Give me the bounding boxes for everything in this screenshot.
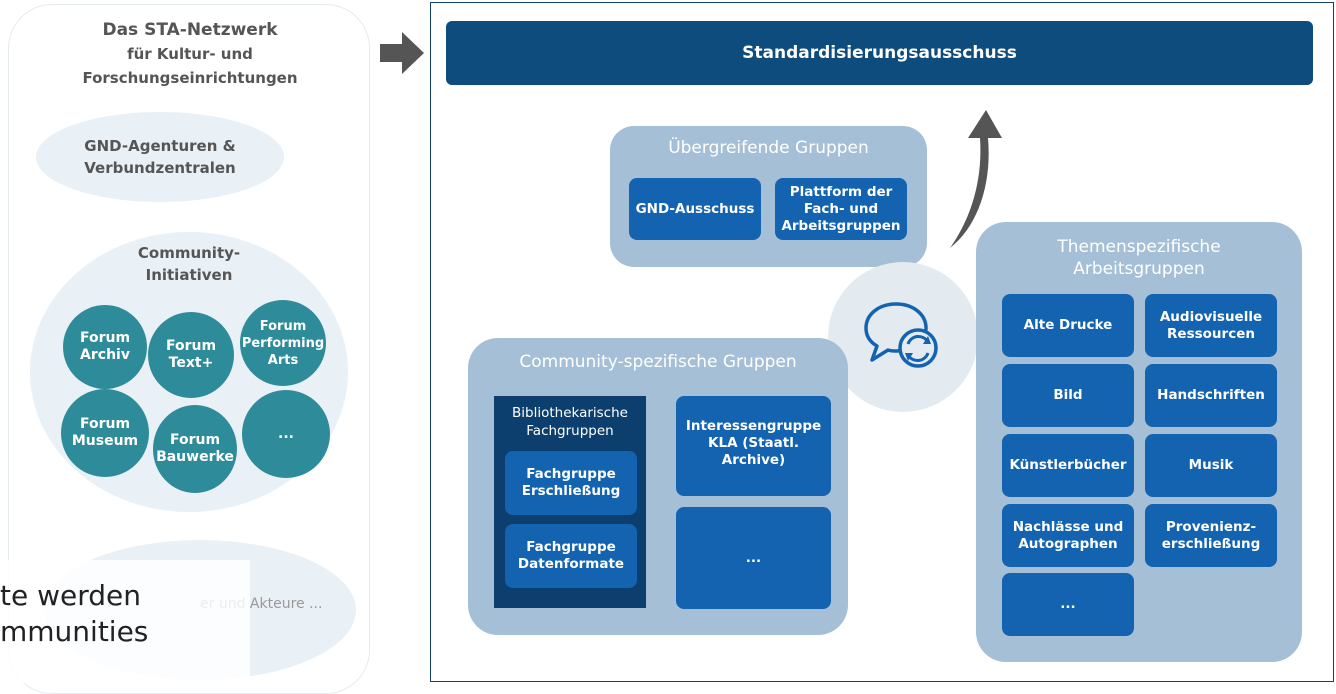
forum-more-label: ... — [278, 425, 294, 442]
gnd-committee-label: GND-Ausschuss — [635, 200, 755, 217]
standardization-committee-banner: Standardisierungsausschuss — [446, 21, 1313, 85]
caption-overlay — [0, 560, 250, 683]
gnd-agencies-ellipse: GND-Agenturen & Verbundzentralen — [36, 112, 284, 202]
forum-performing-line2: Performing — [241, 335, 325, 351]
forum-text: Forum Text+ — [148, 312, 234, 398]
kuenstlerbuecher-label: Künstlerbücher — [1009, 457, 1127, 473]
alte-drucke-box: Alte Drucke — [1002, 294, 1134, 357]
topic-more-box: ... — [1002, 573, 1134, 636]
nachlaesse-box: Nachlässe und Autographen — [1002, 504, 1134, 567]
community-initiatives-label: Community- Initiativen — [30, 242, 348, 286]
forum-bauwerke-line1: Forum — [169, 432, 221, 448]
gnd-label-line2: Verbundzentralen — [84, 159, 236, 177]
forum-museum-line2: Museum — [71, 433, 139, 449]
forum-more: ... — [242, 390, 330, 478]
forum-text-line1: Forum — [165, 338, 217, 354]
bild-box: Bild — [1002, 364, 1134, 427]
community-label-line2: Initiativen — [145, 266, 233, 284]
fachgruppe-datenformate-box: Fachgruppe Datenformate — [505, 524, 637, 588]
gnd-committee-box: GND-Ausschuss — [629, 178, 761, 240]
community-groups-title: Community-spezifische Gruppen — [519, 352, 797, 372]
audiovisuelle-box: Audiovisuelle Ressourcen — [1145, 294, 1277, 357]
topic-groups-title-line1: Themenspezifische — [1057, 237, 1221, 257]
network-title: Das STA-Netzwerk für Kultur- und Forschu… — [20, 18, 360, 90]
fg-erschliessung-line2: Erschließung — [521, 483, 621, 499]
handschriften-label: Handschriften — [1157, 387, 1265, 403]
network-title-line3: Forschungseinrichtungen — [82, 69, 298, 87]
banner-label: Standardisierungsausschuss — [742, 43, 1017, 63]
fg-datenformate-line2: Datenformate — [517, 556, 625, 572]
forum-performing-arts: Forum Performing Arts — [240, 300, 326, 386]
audiovisuelle-line2: Ressourcen — [1167, 325, 1255, 342]
platform-box: Plattform der Fach- und Arbeitsgruppen — [775, 178, 907, 240]
forum-performing-line3: Arts — [267, 352, 299, 368]
nachlaesse-line1: Nachlässe und — [1012, 518, 1124, 535]
forum-bauwerke: Forum Bauwerke — [153, 405, 237, 493]
library-groups-title-line1: Bibliothekarische — [512, 405, 628, 421]
topic-groups-title: Themenspezifische Arbeitsgruppen — [976, 236, 1302, 280]
network-title-line1: Das STA-Netzwerk — [102, 20, 278, 40]
nachlaesse-line2: Autographen — [1018, 535, 1118, 552]
up-arrow-icon — [950, 110, 1002, 248]
fachgruppe-erschliessung-box: Fachgruppe Erschließung — [505, 451, 637, 515]
caption-line1: te werden — [0, 579, 141, 612]
library-groups-title: Bibliothekarische Fachgruppen — [494, 404, 646, 440]
caption-line2: mmunities — [0, 615, 149, 648]
provenienz-line2: erschließung — [1161, 535, 1261, 552]
musik-label: Musik — [1188, 457, 1234, 473]
forum-bauwerke-line2: Bauwerke — [156, 449, 234, 465]
kla-line3: Archive) — [721, 452, 786, 468]
forum-text-line2: Text+ — [168, 355, 214, 371]
cross-cutting-groups-title: Übergreifende Gruppen — [668, 138, 869, 158]
forum-archiv-line1: Forum — [79, 330, 131, 346]
topic-more-label: ... — [1060, 596, 1076, 612]
provenienz-box: Provenienz- erschließung — [1145, 504, 1277, 567]
kuenstlerbuecher-box: Künstlerbücher — [1002, 434, 1134, 497]
interest-group-kla-box: Interessengruppe KLA (Staatl. Archive) — [676, 396, 831, 496]
musik-box: Musik — [1145, 434, 1277, 497]
handschriften-box: Handschriften — [1145, 364, 1277, 427]
platform-line3: Arbeitsgruppen — [781, 217, 901, 234]
bild-label: Bild — [1053, 387, 1083, 403]
forum-archiv: Forum Archiv — [63, 305, 147, 389]
network-title-line2: für Kultur- und — [127, 45, 253, 63]
gnd-label-line1: GND-Agenturen & — [84, 137, 236, 155]
fg-erschliessung-line1: Fachgruppe — [526, 466, 616, 482]
platform-line2: Fach- und — [803, 200, 879, 217]
community-label-line1: Community- — [137, 244, 241, 262]
platform-line1: Plattform der — [789, 183, 893, 200]
caption-overlay-text: te werden mmunities — [0, 578, 148, 650]
community-more-box: ... — [676, 507, 831, 609]
forum-museum: Forum Museum — [61, 389, 149, 477]
forum-performing-line1: Forum — [259, 318, 307, 334]
community-more-label: ... — [745, 549, 762, 566]
kla-line2: KLA (Staatl. — [708, 435, 799, 451]
library-groups-title-line2: Fachgruppen — [526, 423, 614, 439]
forum-museum-line1: Forum — [79, 416, 131, 432]
topic-groups-title-line2: Arbeitsgruppen — [1073, 259, 1205, 279]
chat-exchange-icon — [864, 302, 938, 368]
fg-datenformate-line1: Fachgruppe — [526, 539, 616, 555]
right-arrow-icon — [380, 32, 424, 74]
provenienz-line1: Provenienz- — [1165, 518, 1257, 535]
alte-drucke-label: Alte Drucke — [1023, 317, 1113, 333]
audiovisuelle-line1: Audiovisuelle — [1159, 308, 1263, 325]
forum-archiv-line2: Archiv — [80, 347, 130, 363]
kla-line1: Interessengruppe — [685, 418, 822, 434]
